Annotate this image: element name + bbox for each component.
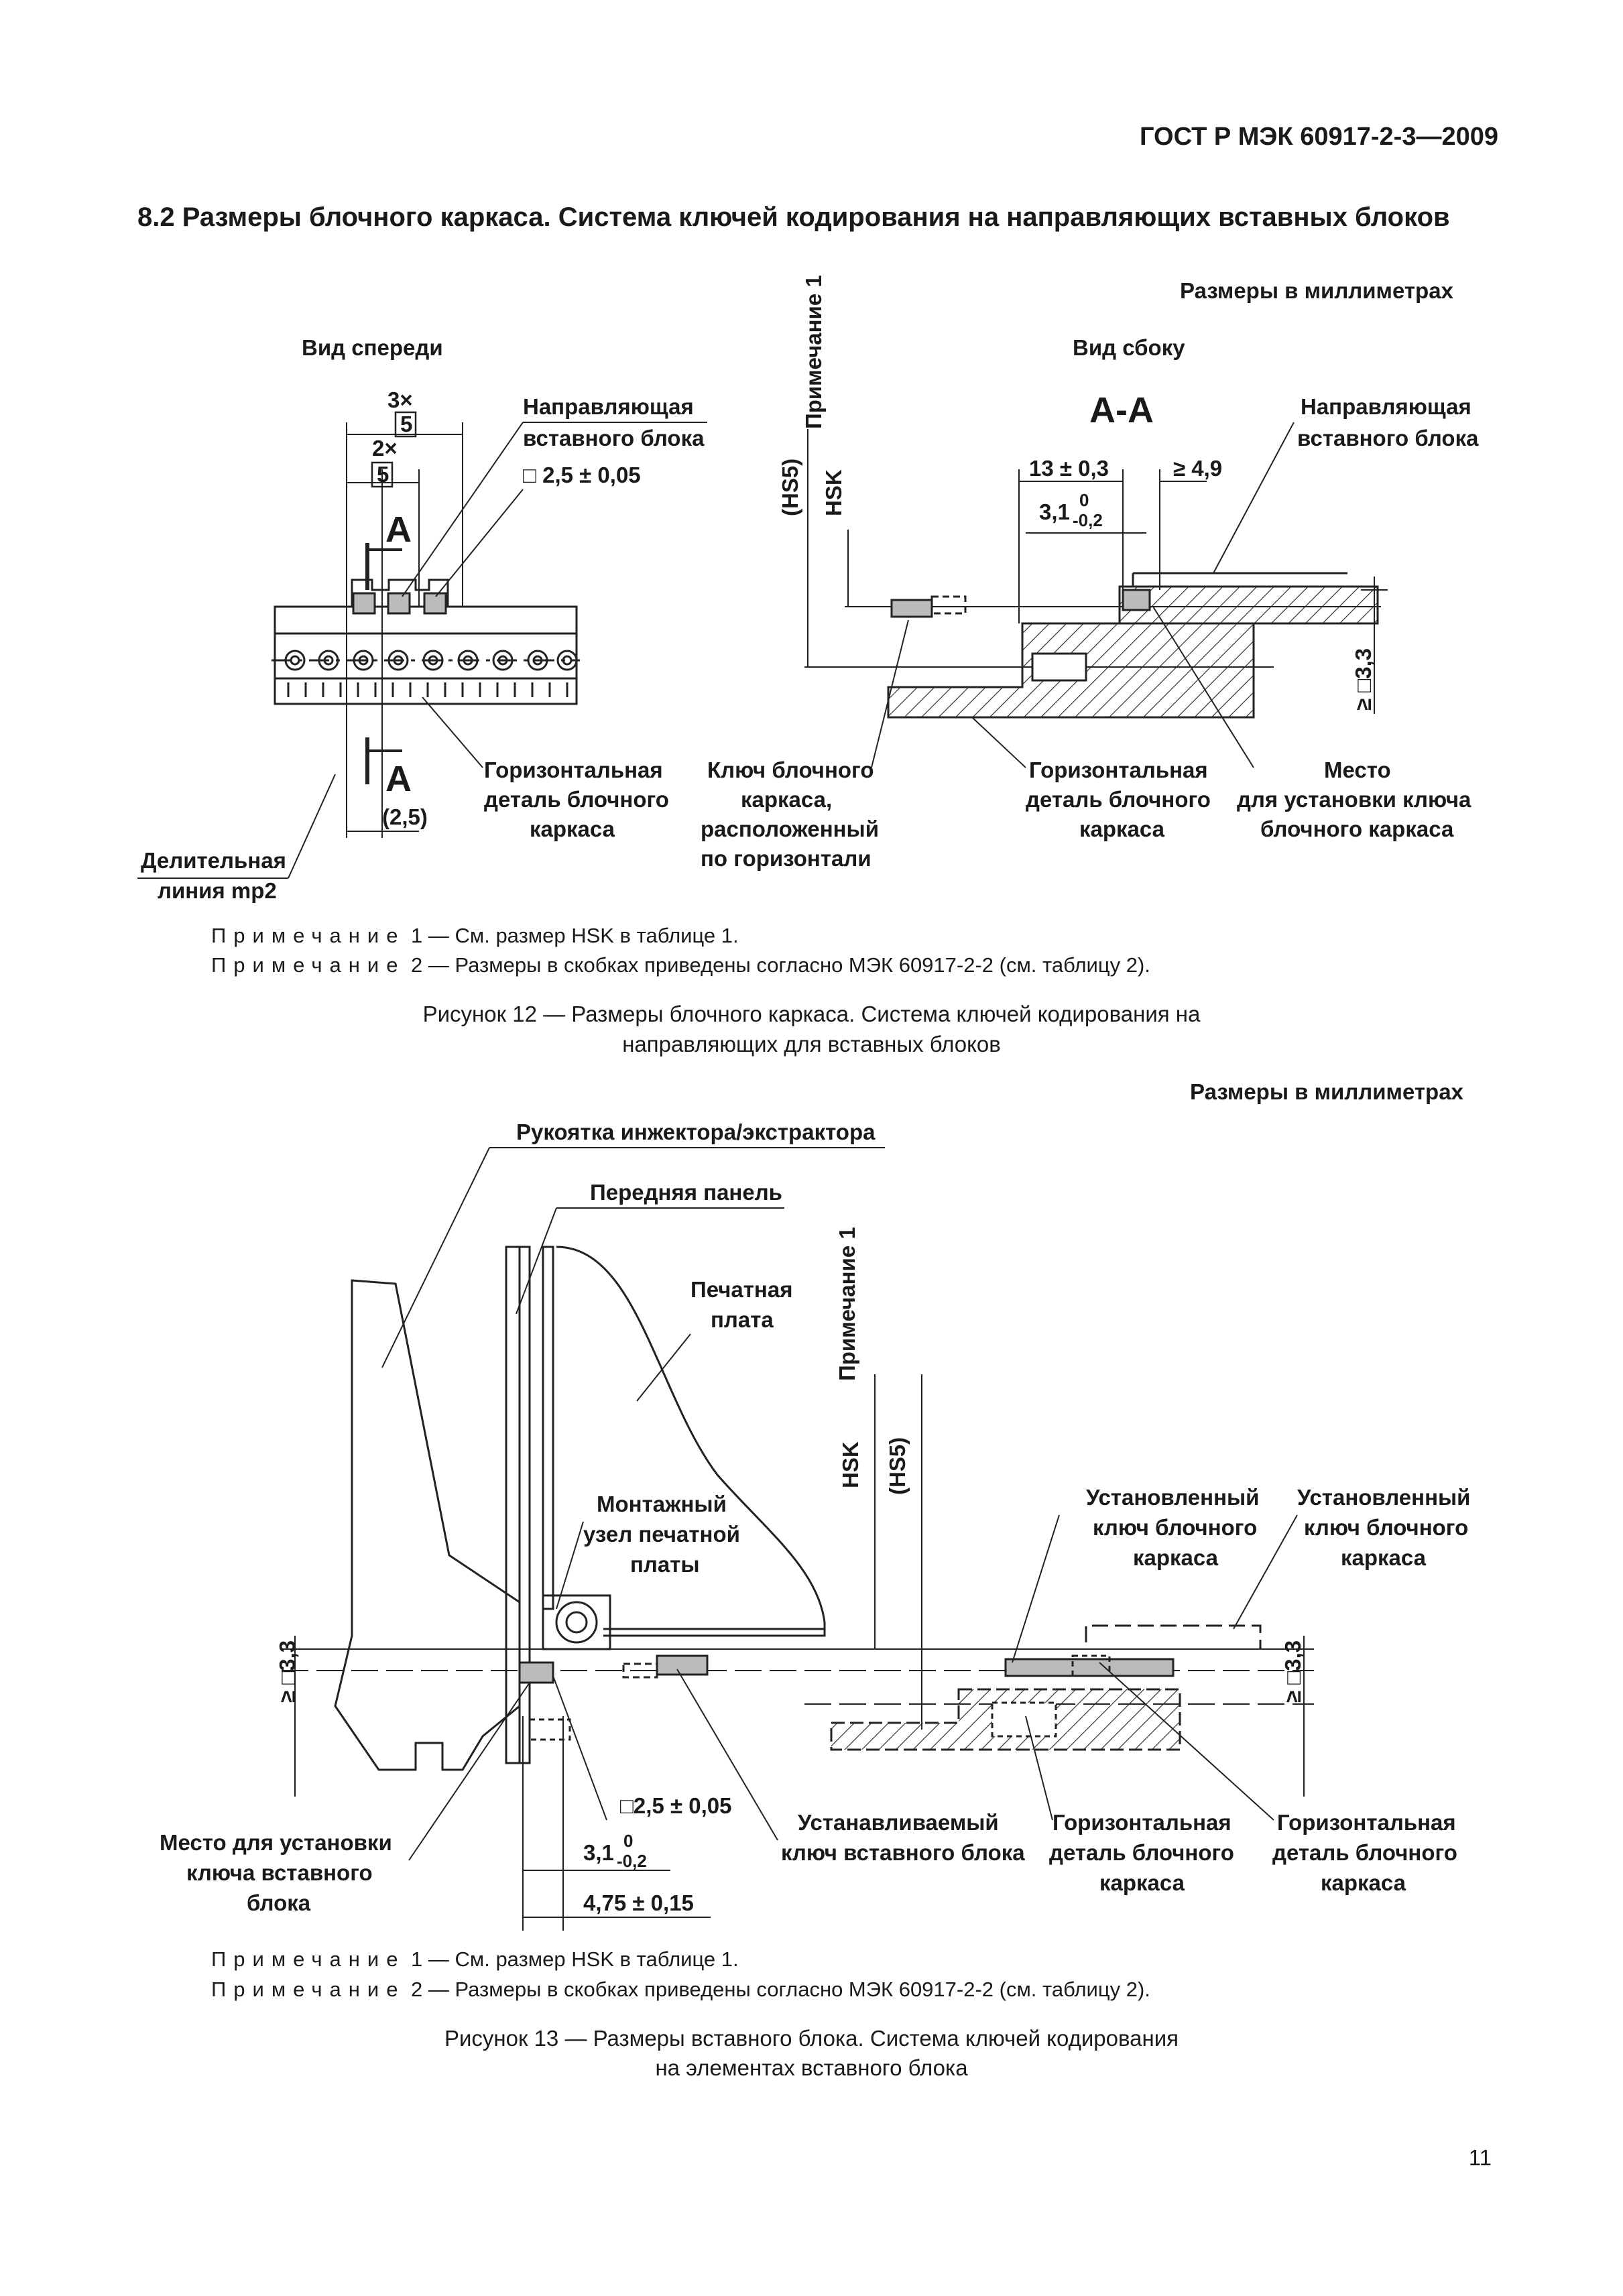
dim-square-2-5: □ 2,5 ± 0,05 (523, 463, 641, 487)
label-frame-key: Ключ блочного (707, 758, 874, 782)
label-guide: Направляющая (523, 394, 694, 419)
fig13-caption-2: на элементах вставного блока (655, 2055, 968, 2080)
dim-3-3-right: ≥ □3,3 (1280, 1640, 1305, 1703)
vertical-note: Примечание 1 (801, 275, 826, 429)
cut-letter-top: А (385, 509, 412, 550)
dim-4-75: 4,75 ± 0,15 (583, 1890, 694, 1915)
side-view-section: Примечание 1 (HS5) HSK А-А 13 ± 0, (701, 275, 1479, 871)
svg-text:каркаса: каркаса (1079, 817, 1165, 841)
dim-hs5: (HS5) (778, 459, 802, 516)
fig13-note-1: Примечание 1 — См. размер HSK в таблице … (211, 1947, 739, 1971)
label-mount: Монтажный (597, 1492, 727, 1516)
svg-text:0: 0 (623, 1831, 633, 1851)
svg-text:каркаса: каркаса (1321, 1870, 1406, 1895)
front-view-annotations: 3× 5 2× 5 А А (2,5) Направляющая вставно… (137, 387, 707, 903)
svg-text:ключ вставного блока: ключ вставного блока (781, 1840, 1025, 1865)
label-module-key-place: Место для установки (160, 1830, 392, 1855)
svg-text:узел печатной: узел печатной (583, 1522, 740, 1547)
module-drawing (282, 1246, 1314, 1931)
label-front-panel: Передняя панель (590, 1180, 782, 1205)
vertical-note-13: Примечание 1 (835, 1227, 859, 1381)
fig13-caption-1: Рисунок 13 — Размеры вставного блока. Си… (444, 2026, 1179, 2051)
label-key-place: Место (1324, 758, 1391, 782)
svg-text:ключ блочного: ключ блочного (1093, 1515, 1257, 1540)
dim-2x: 2× (372, 436, 398, 461)
fig12-note-2: Примечание 2 — Размеры в скобках приведе… (211, 953, 1150, 977)
label-horizontal-side: Горизонтальная (1029, 758, 1208, 782)
dim-3-3: ≥ □3,3 (1351, 648, 1376, 711)
fig12-side-view-label: Вид сбоку (1073, 335, 1185, 360)
label-installing-key: Устанавливаемый (798, 1810, 999, 1835)
dim-3-1-13: 3,1 (583, 1840, 614, 1865)
svg-text:деталь блочного: деталь блочного (1049, 1840, 1234, 1865)
label-handle: Рукоятка инжектора/экстрактора (516, 1120, 876, 1144)
svg-text:-0,2: -0,2 (617, 1851, 647, 1871)
fig12-units: Размеры в миллиметрах (1180, 278, 1454, 303)
label-installed-key: Установленный (1086, 1485, 1259, 1510)
section-mark: А-А (1089, 390, 1154, 430)
front-view-rack (272, 422, 580, 838)
label-dividing-line: Делительная (141, 848, 286, 873)
fig13-note-2: Примечание 2 — Размеры в скобках приведе… (211, 1978, 1150, 2001)
svg-text:расположенный: расположенный (701, 817, 879, 841)
svg-text:деталь блочного: деталь блочного (484, 787, 669, 812)
svg-text:ключ блочного: ключ блочного (1304, 1515, 1468, 1540)
svg-text:блочного каркаса: блочного каркаса (1260, 817, 1454, 841)
dim-4-9: ≥ 4,9 (1173, 456, 1222, 481)
page-number: 11 (1468, 2145, 1492, 2170)
svg-text:вставного блока: вставного блока (1297, 426, 1479, 450)
dim-3x: 3× (387, 387, 413, 412)
label-pcb: Печатная (690, 1277, 792, 1302)
label-horizontal-part: Горизонтальная (484, 758, 663, 782)
fig13-units: Размеры в миллиметрах (1190, 1079, 1464, 1104)
svg-text:платы: платы (630, 1552, 700, 1577)
document-number: ГОСТ Р МЭК 60917-2-3—2009 (1140, 123, 1498, 151)
svg-text:линия mp2: линия mp2 (158, 878, 277, 903)
fig12-caption-2: направляющих для вставных блоков (622, 1032, 1001, 1056)
svg-text:по горизонтали: по горизонтали (701, 846, 871, 871)
dim-5-a: 5 (400, 412, 412, 436)
svg-text:каркаса: каркаса (1133, 1545, 1219, 1570)
svg-text:плата: плата (711, 1307, 774, 1332)
svg-text:-0,2: -0,2 (1073, 510, 1103, 530)
dim-hsk-13: HSK (838, 1441, 863, 1488)
figure-12-drawing: Размеры в миллиметрах Вид спереди Вид сб… (137, 275, 1479, 903)
svg-text:каркаса: каркаса (1341, 1545, 1427, 1570)
dim-hsk: HSK (821, 469, 846, 516)
svg-text:деталь блочного: деталь блочного (1272, 1840, 1457, 1865)
fig12-caption-1: Рисунок 12 — Размеры блочного каркаса. С… (422, 1002, 1201, 1026)
svg-text:ключа вставного: ключа вставного (186, 1860, 373, 1885)
dim-13: 13 ± 0,3 (1029, 456, 1109, 481)
dim-3-1: 3,1 (1039, 499, 1070, 524)
figure-13-drawing: Размеры в миллиметрах Рукоятка инжектора… (160, 1079, 1470, 1931)
label-horizontal-13b: Горизонтальная (1277, 1810, 1456, 1835)
dim-2-5: (2,5) (382, 804, 428, 829)
fig12-note-1: Примечание 1 — См. размер HSK в таблице … (211, 924, 739, 947)
dim-square-13: □2,5 ± 0,05 (620, 1793, 731, 1818)
svg-text:блока: блока (247, 1890, 311, 1915)
svg-text:каркаса: каркаса (1099, 1870, 1185, 1895)
dim-3-3-left: ≥ □3,3 (275, 1640, 300, 1703)
label-installed-key-2: Установленный (1297, 1485, 1470, 1510)
dim-5-b: 5 (377, 462, 389, 487)
cut-letter-bottom: А (385, 759, 412, 799)
svg-text:каркаса,: каркаса, (741, 787, 832, 812)
section-title: 8.2 Размеры блочного каркаса. Система кл… (137, 202, 1450, 232)
svg-text:для установки ключа: для установки ключа (1237, 787, 1471, 812)
svg-text:0: 0 (1079, 490, 1089, 510)
label-horizontal-13a: Горизонтальная (1053, 1810, 1231, 1835)
svg-text:каркаса: каркаса (530, 817, 615, 841)
label-guide-2: вставного блока (523, 426, 705, 450)
fig12-front-view-label: Вид спереди (302, 335, 443, 360)
svg-text:деталь блочного: деталь блочного (1026, 787, 1211, 812)
dim-hs5-13: (HS5) (885, 1437, 910, 1495)
label-guide-side: Направляющая (1301, 394, 1471, 419)
